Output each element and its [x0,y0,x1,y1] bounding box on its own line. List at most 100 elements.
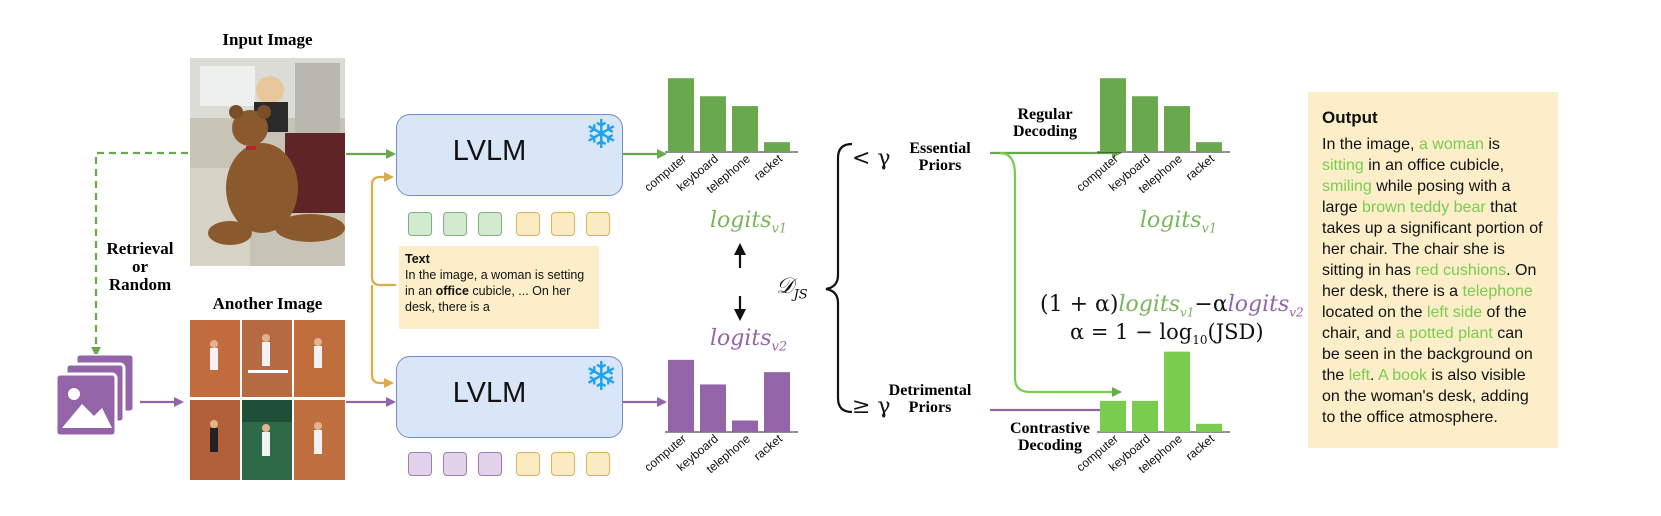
bar-racket [764,372,790,432]
output-phrase: of the chair, and [1322,304,1527,342]
lvlm-bottom-label: LVLM [452,377,527,409]
js-brace [825,142,853,414]
output-phrase: . On her desk, there is a [1322,262,1537,300]
text-prompt-pre: In the image, a woman is setting in an [405,268,585,298]
logits-word: logits [710,208,772,233]
text-token [516,212,540,236]
formula-logits-v1: logitsv1 [1118,292,1195,320]
geq-gamma: ≥ γ [852,394,891,419]
logits-word: logits [1140,208,1202,233]
or-word: or [131,257,149,276]
image-token [408,212,432,236]
random-word: Random [108,275,172,294]
text-token [551,452,575,476]
text-prompt-post: cubicle, ... On her desk, there is a [405,284,571,314]
contrastive-decoding-label: Contrastive Decoding [1010,420,1090,454]
formula-line-2: α = 1 − log10(JSD) [1070,320,1264,347]
retrieval-dashed-arrow [91,151,188,357]
text-token [516,452,540,476]
tick-label-racket: racket [1183,151,1218,183]
bar-telephone [732,106,758,152]
lvlm-bottom-box: LVLM ❄ [396,356,623,438]
highlighted-phrase: sitting [1322,157,1364,174]
logits-v1-label: logitsv1 [710,208,787,236]
logits-v1-regular-label: logitsv1 [1140,208,1217,236]
text-token [586,212,610,236]
bar-keyboard [700,384,726,432]
frozen-snowflake-icon: ❄ [584,113,618,157]
bar-telephone [1164,106,1190,152]
input-image-photo [190,58,345,266]
frozen-snowflake-icon: ❄ [584,355,618,399]
input-image-title: Input Image [222,30,313,49]
highlighted-phrase: smiling [1322,178,1372,195]
bar-racket [1196,142,1222,152]
formula-logits-v2: logitsv2 [1227,292,1304,320]
bar-racket [1196,423,1222,432]
bar-telephone [1164,351,1190,432]
tick-label-racket: racket [751,151,786,183]
v1-sub: v1 [771,221,788,237]
formula-jsd: (JSD) [1207,320,1264,344]
lvlm-top-box: LVLM ❄ [396,114,623,196]
highlighted-phrase: left [1348,367,1371,384]
text-prompt-box: Text In the image, a woman is setting in… [399,246,599,329]
bar-telephone [732,420,758,432]
tick-label-racket: racket [1183,431,1218,463]
tennis-photos [190,320,345,480]
v1-sub: v1 [1201,221,1218,237]
highlighted-phrase: a potted plant [1395,325,1493,342]
output-phrase: can be seen in the background on the [1322,325,1533,384]
image-token [443,452,467,476]
retrieval-word: Retrieval [106,239,174,258]
v2-sub: v2 [1289,305,1304,320]
tick-label-racket: racket [751,431,786,463]
bar-racket [764,142,790,152]
output-text: In the image, a woman is sitting in an o… [1322,134,1544,428]
d-symbol: 𝒟 [776,274,794,299]
formula-line-1: (1 + α)logitsv1−αlogitsv2 [1040,292,1304,319]
image-stack-icon [54,354,136,438]
bar-keyboard [1132,400,1158,432]
v2-sub: v2 [771,339,788,355]
js-sub: JS [793,287,808,303]
output-phrase: In the image, [1322,136,1419,153]
highlighted-phrase: brown teddy bear [1362,199,1486,216]
charts-layer: computerkeyboardtelephoneracketcomputerk… [642,78,1230,476]
text-prompt-title: Text [405,252,430,266]
output-phrase: is [1483,136,1500,153]
formula-minus-alpha: −α [1194,292,1228,317]
logits-word: logits [710,326,772,351]
less-gamma: < γ [852,146,891,171]
output-phrase: located on the [1322,304,1427,321]
bar-computer [668,78,694,152]
another-image-grid [190,320,345,480]
output-phrase: in an office cubicle, [1363,157,1505,174]
image-token [478,212,502,236]
bar-computer [668,359,694,432]
output-phrase: . [1370,367,1379,384]
essential-priors-label: Essential Priors [909,140,971,174]
image-token [408,452,432,476]
output-phrase: while posing with a large [1322,178,1511,216]
bar-computer [1100,400,1126,432]
text-prompt-bold: office [435,284,469,298]
retrieval-label: Retrieval or Random [100,240,180,294]
output-title: Output [1322,108,1378,127]
text-prompt-body: In the image, a woman is setting in an o… [405,267,593,315]
output-box: Output In the image, a woman is sitting … [1308,92,1558,448]
image-token [443,212,467,236]
bar-keyboard [1132,96,1158,152]
bar-computer [1100,78,1126,152]
logits-word: logits [1118,292,1180,317]
formula-prefix: (1 + α) [1040,292,1119,317]
v1-sub: v1 [1179,305,1195,320]
highlighted-phrase: left side [1426,304,1483,321]
highlighted-phrase: a woman [1418,136,1484,153]
output-phrase: that takes up a significant portion of h… [1322,199,1543,279]
bar-keyboard [700,96,726,152]
logits-word: logits [1227,292,1290,317]
formula-alpha-def: α = 1 − log [1070,320,1193,344]
logits-v2-label: logitsv2 [710,326,787,354]
